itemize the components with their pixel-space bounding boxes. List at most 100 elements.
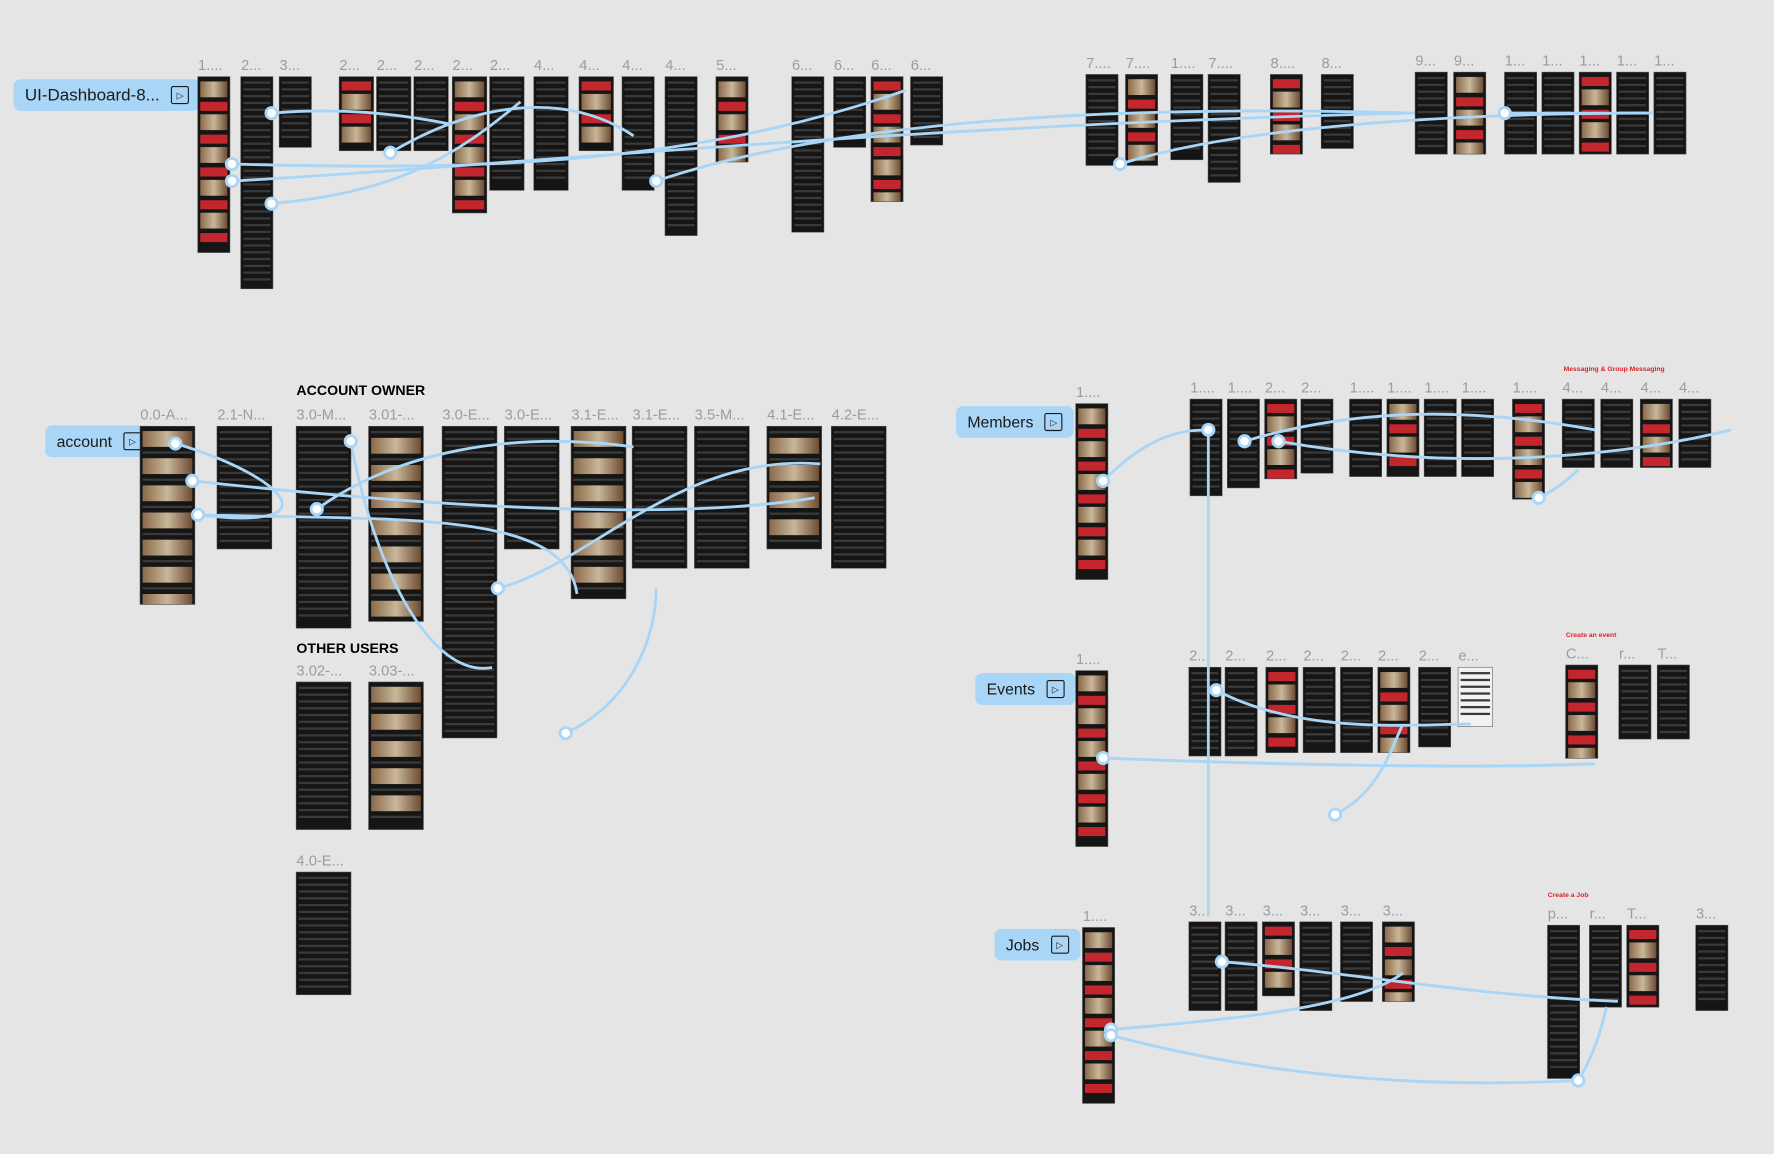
connection-handle[interactable] [1209,683,1224,698]
frame-label[interactable]: 3.1-E... [632,406,680,424]
connection-handle[interactable] [264,196,279,211]
screen-frame[interactable] [1453,72,1486,154]
frame-label[interactable]: 3.0-M... [296,406,347,424]
frame-label[interactable]: 4.0-E... [296,851,344,869]
frame-label[interactable]: 1.... [1227,379,1253,396]
frame-label[interactable]: 2... [452,56,474,74]
frame-label[interactable]: 3... [279,56,300,74]
connection-handle[interactable] [1531,490,1546,505]
connection-line[interactable] [231,89,906,168]
frame-label[interactable]: 3... [1262,901,1284,919]
frame-label[interactable]: 4... [534,56,555,74]
connection-handle[interactable] [1201,422,1216,438]
connection-line[interactable] [1334,723,1405,816]
frame-label[interactable]: 3.03-... [368,661,415,679]
screen-frame[interactable] [1512,399,1545,499]
connection-line[interactable] [174,442,284,520]
connection-line[interactable] [1577,1006,1608,1082]
frame-label[interactable]: 3... [1225,901,1246,919]
frame-label[interactable]: 2... [1301,379,1322,396]
connection-line[interactable] [349,440,493,670]
connection-handle[interactable] [558,726,573,741]
frame-label[interactable]: 3.1-E... [571,406,619,424]
connection-line[interactable] [1110,971,1404,1031]
connection-line[interactable] [655,109,1415,183]
frame-label[interactable]: 2... [1340,647,1362,665]
connection-line[interactable] [271,100,522,206]
frame-label[interactable]: 3... [1382,901,1404,919]
frame-label[interactable]: 2... [339,56,360,74]
screen-frame[interactable] [140,426,195,605]
connection-handle[interactable] [168,436,183,451]
frame-label[interactable]: 4... [665,56,686,74]
frame-label[interactable]: 1... [1504,52,1526,70]
frame-label[interactable]: 2... [1266,647,1287,665]
frame-label[interactable]: 1.... [1387,379,1412,396]
screen-frame[interactable] [791,76,824,232]
frame-label[interactable]: 9... [1453,52,1475,70]
frame-label[interactable]: p... [1547,905,1569,923]
frame-label[interactable]: 3.02-... [296,661,343,679]
frame-label[interactable]: 6... [871,56,892,74]
connection-handle[interactable] [649,173,664,189]
frame-label[interactable]: 4... [579,56,600,74]
flow-start-jobs[interactable]: Jobs ▷ [994,928,1081,961]
connection-handle[interactable] [1214,954,1229,969]
screen-frame[interactable] [1695,925,1728,1011]
frame-label[interactable]: 1.... [1349,379,1375,396]
connection-handle[interactable] [1096,473,1111,488]
screen-frame[interactable] [665,76,697,236]
connection-line[interactable] [565,588,658,735]
frame-label[interactable]: T... [1626,905,1647,923]
frame-label[interactable]: 8... [1321,54,1342,72]
screen-frame[interactable] [1340,922,1373,1002]
frame-label[interactable]: 4... [622,56,643,74]
screen-frame[interactable] [197,76,230,253]
screen-frame[interactable] [1640,399,1673,468]
frame-label[interactable]: 0.0-A... [140,406,188,424]
flow-start-account[interactable]: account ▷ [45,425,153,458]
frame-label[interactable]: 2... [489,56,511,74]
screen-frame[interactable] [571,426,626,599]
screen-frame[interactable] [1458,667,1493,727]
frame-label[interactable]: 9... [1415,52,1436,70]
frame-label[interactable]: 1.... [1082,907,1108,925]
frame-label[interactable]: 1.... [1075,650,1101,668]
screen-frame[interactable] [296,872,351,995]
frame-label[interactable]: T... [1657,644,1678,662]
screen-frame[interactable] [534,76,568,191]
frame-label[interactable]: 8.... [1270,54,1296,72]
connection-handle[interactable] [1103,1028,1119,1043]
frame-label[interactable]: 1... [1542,52,1563,70]
connection-handle[interactable] [264,106,279,121]
frame-label[interactable]: 2... [1189,647,1210,665]
screen-frame[interactable] [831,426,886,568]
screen-frame[interactable] [368,682,424,830]
frame-label[interactable]: 1.... [1512,379,1538,396]
screen-frame[interactable] [1208,74,1241,183]
screen-frame[interactable] [1303,667,1336,753]
frame-label[interactable]: 4... [1678,379,1700,396]
frame-label[interactable]: 4... [1640,379,1661,396]
frame-label[interactable]: 1.... [197,56,223,74]
screen-frame[interactable] [694,426,749,568]
screen-frame[interactable] [1657,665,1690,739]
screen-frame[interactable] [1189,922,1221,1011]
frame-label[interactable]: 4... [1562,379,1583,396]
flow-start-dashboard[interactable]: UI-Dashboard-8... ▷ [13,79,201,111]
screen-frame[interactable] [1349,399,1382,477]
frame-label[interactable]: 5... [716,56,737,74]
frame-label[interactable]: e... [1458,647,1479,665]
frame-label[interactable]: 1... [1616,52,1638,70]
frame-label[interactable]: 4... [1600,379,1622,396]
screen-frame[interactable] [1678,399,1711,468]
connection-handle[interactable] [343,434,358,449]
connection-line[interactable] [1278,428,1732,460]
screen-frame[interactable] [1262,922,1295,996]
screen-frame[interactable] [767,426,822,549]
screen-frame[interactable] [1301,399,1333,473]
connection-handle[interactable] [224,156,240,172]
connection-line[interactable] [1215,688,1471,727]
frame-label[interactable]: 1.... [1461,379,1487,396]
